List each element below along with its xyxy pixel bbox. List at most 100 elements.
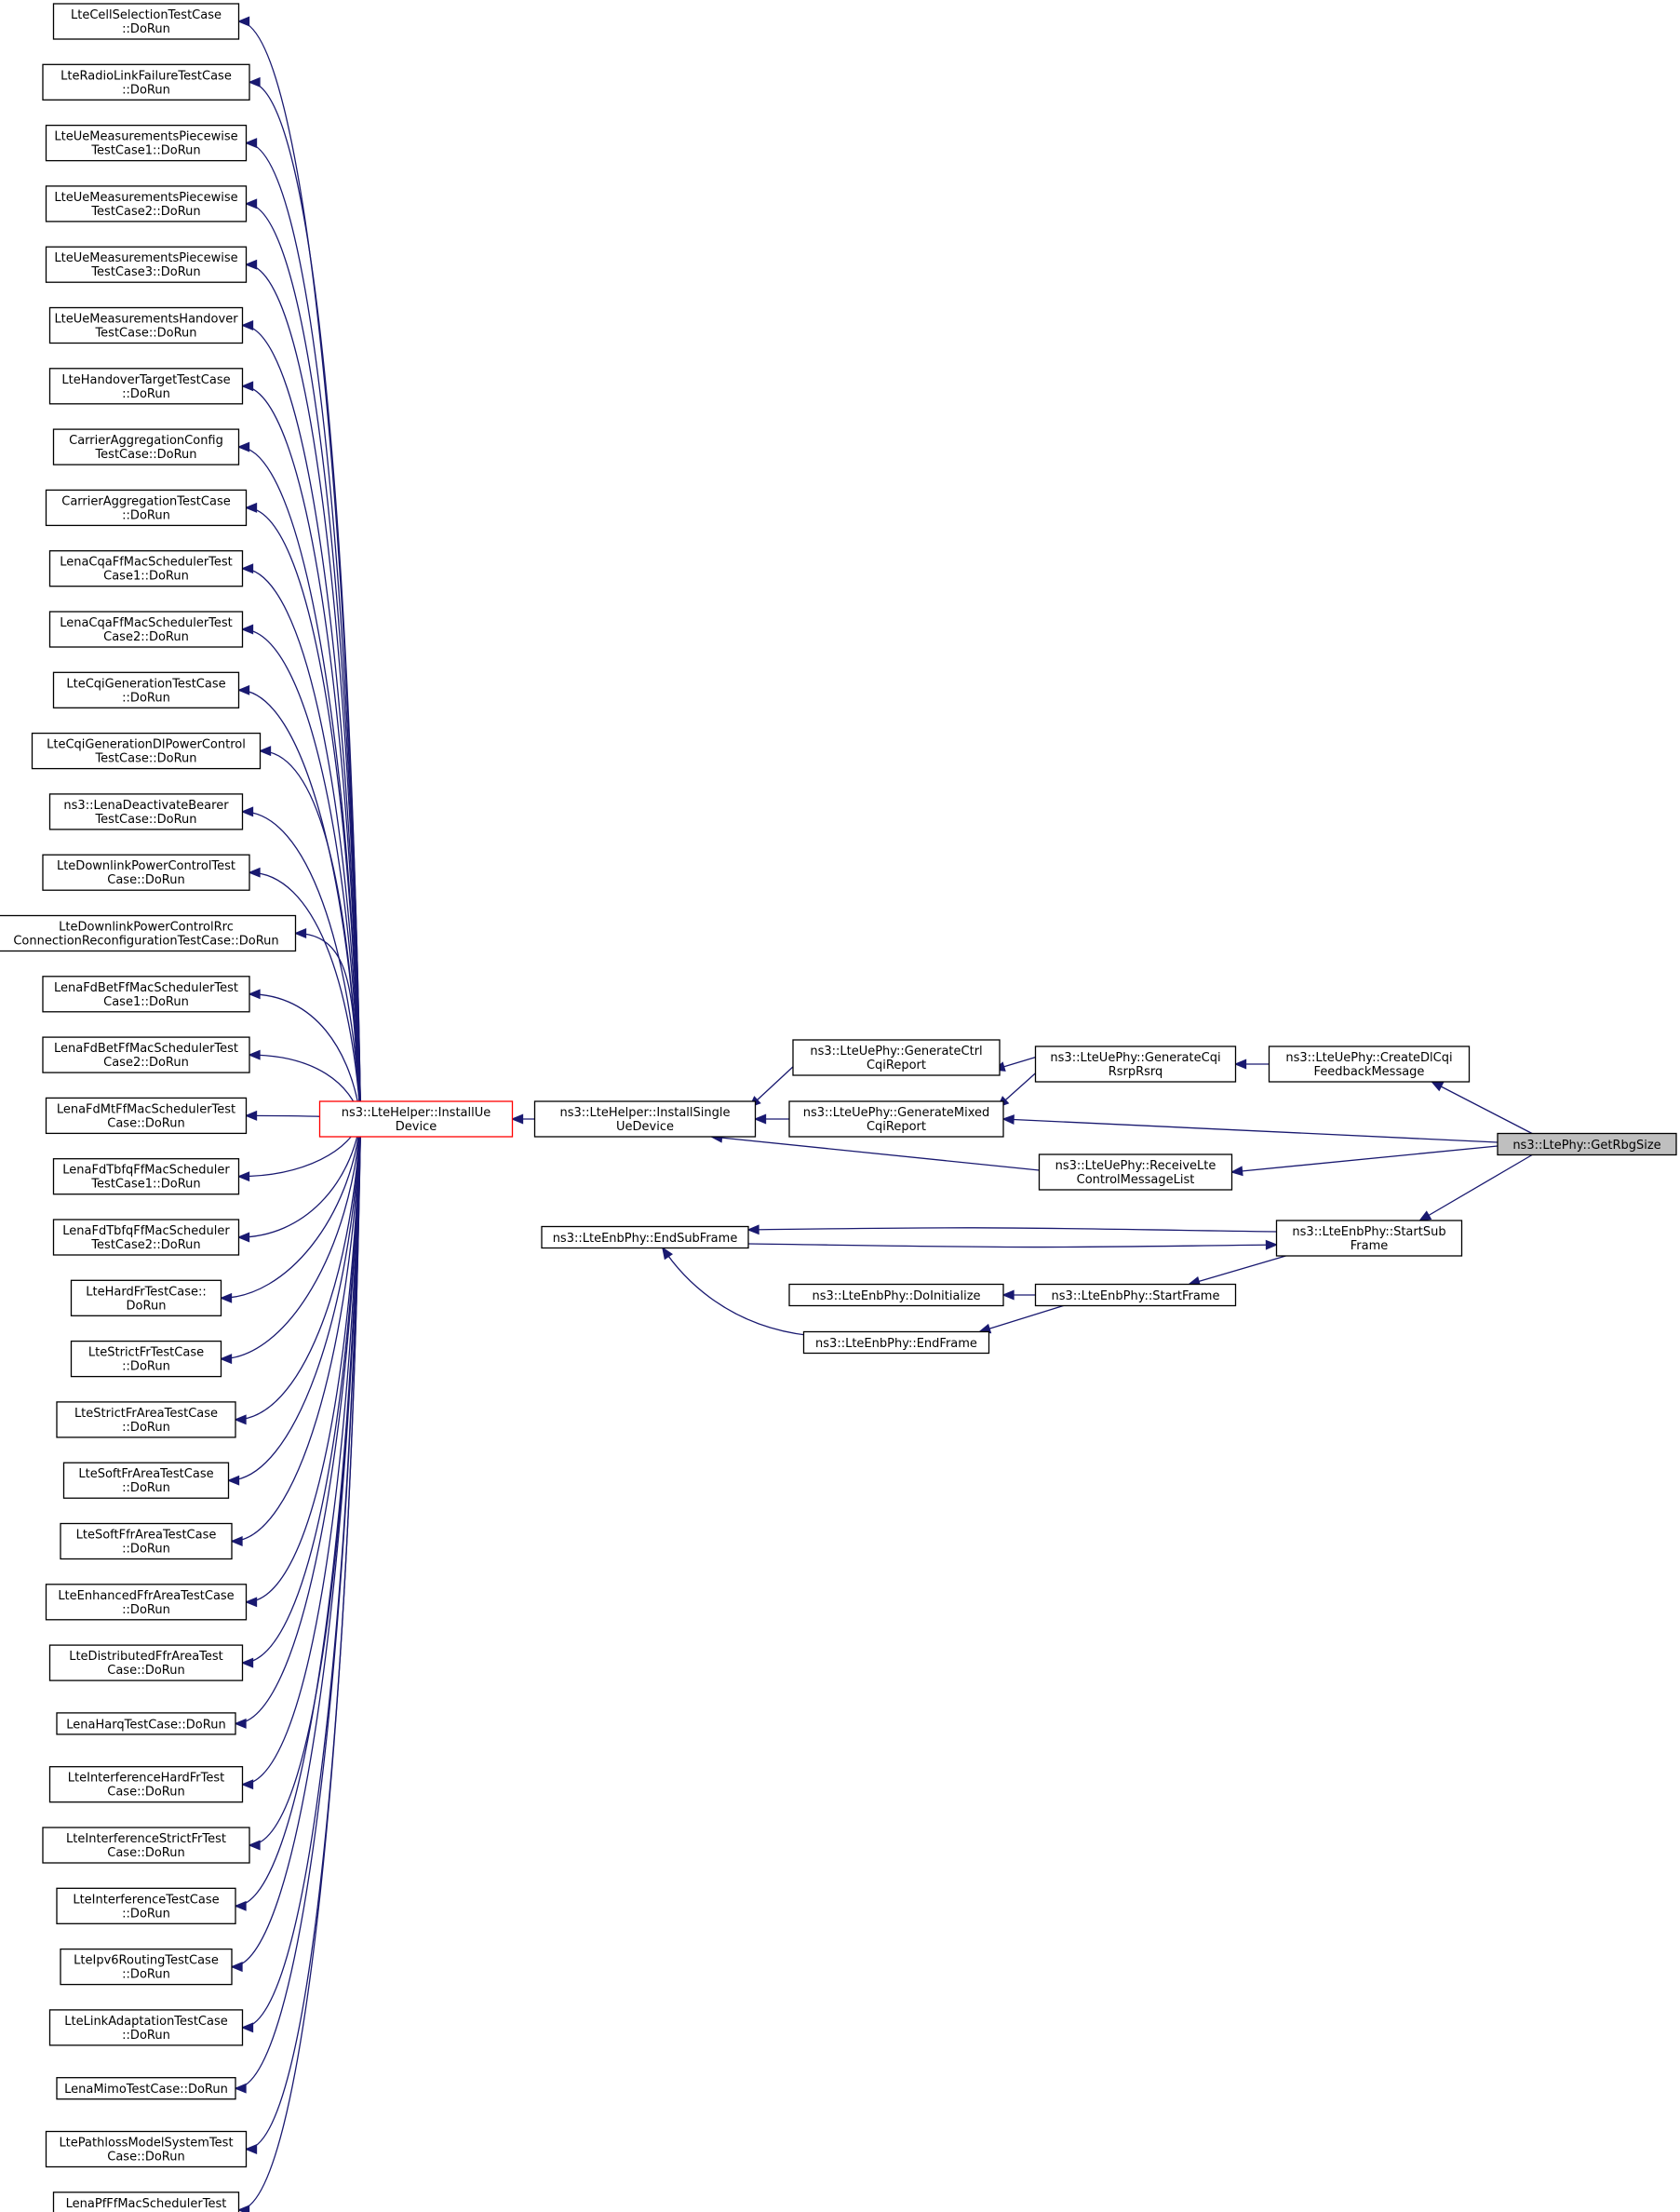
edge-line	[242, 1118, 362, 1786]
node-strictfrarea[interactable]: LteStrictFrAreaTestCase::DoRun	[56, 1401, 236, 1438]
edge-installue-to-strictfr	[219, 1118, 362, 1365]
arrowhead	[230, 1536, 243, 1546]
edge-installue-to-cqa1	[240, 563, 362, 1120]
edge-installue-to-cellsel	[236, 16, 362, 1120]
edge-line	[249, 993, 362, 1120]
node-dlpcrrc[interactable]: LteDownlinkPowerControlRrcConnectionReco…	[0, 914, 297, 952]
edge-getrbg-to-genmixed	[1001, 1114, 1499, 1143]
node-startframe[interactable]: ns3::LteEnbPhy::StartFrame	[1034, 1283, 1237, 1307]
node-label-line: LteUeMeasurementsPiecewise	[54, 191, 237, 205]
edge-getrbg-to-recvctrl	[1230, 1145, 1499, 1177]
edge-line	[238, 1118, 362, 2211]
node-label-line: LteInterferenceStrictFrTest	[66, 1832, 226, 1846]
node-createdl[interactable]: ns3::LteUePhy::CreateDlCqiFeedbackMessag…	[1268, 1045, 1471, 1083]
node-mimo[interactable]: LenaMimoTestCase::DoRun	[56, 2077, 236, 2100]
edge-line	[295, 932, 362, 1120]
node-ipv6[interactable]: LteIpv6RoutingTestCase::DoRun	[60, 1948, 233, 1986]
node-endframe[interactable]: ns3::LteEnbPhy::EndFrame	[802, 1330, 990, 1355]
node-box	[60, 1948, 233, 1986]
node-label-line: Case::DoRun	[107, 2151, 184, 2165]
edge-genctrl-to-installsingle	[748, 1064, 796, 1109]
node-hotarget[interactable]: LteHandoverTargetTestCase::DoRun	[48, 368, 244, 405]
node-box	[1275, 1220, 1463, 1257]
node-iftest[interactable]: LteInterferenceTestCase::DoRun	[56, 1887, 236, 1924]
node-cqigen[interactable]: LteCqiGenerationTestCase::DoRun	[52, 671, 240, 708]
node-box	[48, 793, 244, 830]
node-hardfr[interactable]: LteHardFrTestCase::DoRun	[70, 1279, 222, 1316]
node-uemp3[interactable]: LteUeMeasurementsPiecewiseTestCase3::DoR…	[45, 246, 248, 283]
node-label-line: ::DoRun	[122, 1360, 170, 1374]
node-label-line: TestCase1::DoRun	[90, 1178, 200, 1192]
node-catest[interactable]: CarrierAggregationTestCase::DoRun	[45, 489, 248, 527]
node-harq[interactable]: LenaHarqTestCase::DoRun	[56, 1712, 236, 1735]
node-rlf[interactable]: LteRadioLinkFailureTestCase::DoRun	[42, 63, 250, 101]
edge-line	[238, 20, 362, 1120]
arrowhead	[510, 1113, 524, 1125]
node-label-line: ns3::LteHelper::InstallSingle	[560, 1106, 731, 1120]
node-label-line: Case::DoRun	[107, 873, 184, 887]
node-uemp1[interactable]: LteUeMeasurementsPiecewiseTestCase1::DoR…	[45, 124, 248, 162]
node-cellsel[interactable]: LteCellSelectionTestCase::DoRun	[52, 3, 240, 40]
node-box	[45, 2130, 248, 2168]
node-label-line: ::DoRun	[122, 508, 170, 522]
node-label-line: ns3::LteUePhy::ReceiveLte	[1055, 1159, 1216, 1173]
arrowhead	[234, 2083, 247, 2094]
node-linkadapt[interactable]: LteLinkAdaptationTestCase::DoRun	[48, 2009, 244, 2046]
node-label-line: CarrierAggregationTestCase	[61, 494, 230, 508]
node-recvctrl[interactable]: ns3::LteUePhy::ReceiveLteControlMessageL…	[1038, 1153, 1233, 1191]
node-label-line: ::DoRun	[122, 1543, 170, 1557]
node-label-line: LenaPfFfMacSchedulerTest	[66, 2197, 227, 2211]
edge-installue-to-pathloss	[244, 1118, 362, 2154]
node-box	[1034, 1283, 1237, 1307]
edge-line	[221, 1118, 362, 1299]
node-label-line: ::DoRun	[122, 83, 170, 97]
node-label-line: DoRun	[127, 1299, 167, 1313]
node-label-line: CarrierAggregationConfig	[69, 434, 223, 448]
node-label-line: FeedbackMessage	[1314, 1065, 1425, 1079]
node-box	[45, 1097, 248, 1135]
node-box	[788, 1100, 1004, 1138]
node-box	[70, 1340, 222, 1378]
node-cqigendl[interactable]: LteCqiGenerationDlPowerControlTestCase::…	[31, 732, 262, 770]
edge-endframe-to-endsub	[662, 1247, 810, 1337]
arrowhead	[1265, 1239, 1279, 1250]
node-softffrarea[interactable]: LteSoftFfrAreaTestCase::DoRun	[60, 1522, 233, 1560]
arrowhead	[236, 441, 250, 452]
node-softfrarea[interactable]: LteSoftFrAreaTestCase::DoRun	[62, 1462, 230, 1499]
node-uemp2[interactable]: LteUeMeasurementsPiecewiseTestCase2::DoR…	[45, 185, 248, 223]
node-label-line: Case::DoRun	[107, 1664, 184, 1678]
node-box	[42, 1036, 250, 1073]
node-enhffr[interactable]: LteEnhancedFfrAreaTestCase::DoRun	[45, 1584, 248, 1621]
node-box	[52, 1219, 240, 1256]
node-doinit[interactable]: ns3::LteEnbPhy::DoInitialize	[788, 1283, 1004, 1307]
node-endsub[interactable]: ns3::LteEnbPhy::EndSubFrame	[541, 1225, 749, 1249]
node-label-line: Case2::DoRun	[103, 630, 189, 644]
node-label-line: ns3::LteUePhy::GenerateCtrl	[810, 1045, 982, 1059]
edge-line	[242, 1118, 362, 2029]
node-label-line: LteRadioLinkFailureTestCase	[60, 69, 232, 83]
node-strictfr[interactable]: LteStrictFrTestCase::DoRun	[70, 1340, 222, 1378]
node-pfff1[interactable]: LenaPfFfMacSchedulerTestCase1::DoRun	[52, 2192, 240, 2212]
edge-line	[246, 506, 362, 1120]
